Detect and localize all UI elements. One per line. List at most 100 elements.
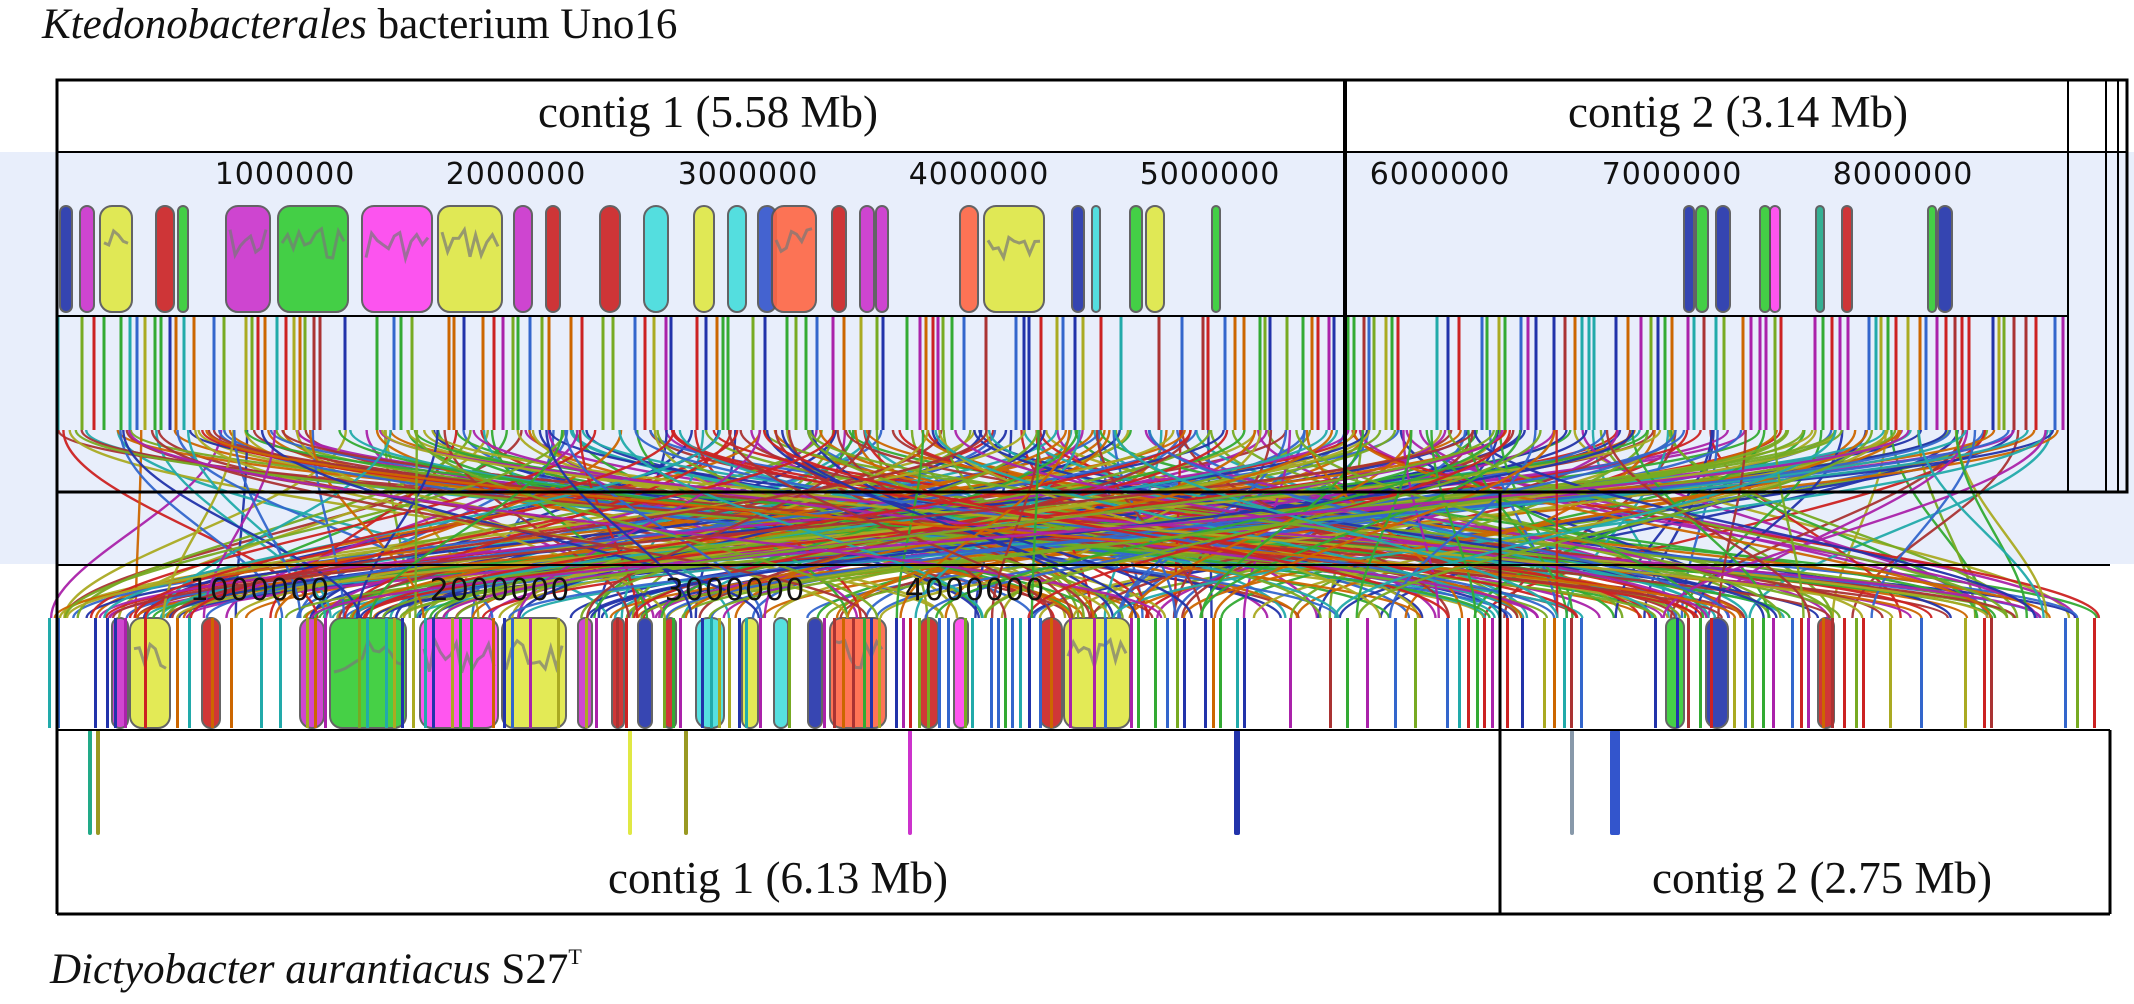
synteny-line — [133, 429, 675, 619]
synteny-line — [1295, 429, 1782, 619]
lcb-thin-block — [1346, 618, 1349, 728]
synteny-line — [1662, 429, 2047, 619]
lcb-thin-block — [1762, 618, 1765, 728]
lcb-thin-block — [1019, 618, 1022, 728]
lcb-thin-block — [1039, 618, 1042, 728]
lcb-thin-block — [852, 618, 855, 728]
synteny-line — [1147, 429, 1730, 619]
lcb-thin-block — [1751, 618, 1754, 728]
lcb-thin-block — [1800, 618, 1803, 728]
block-profile — [103, 228, 129, 248]
lcb-block — [1769, 205, 1781, 313]
lcb-thin-block — [1580, 618, 1583, 728]
lcb-thin-block — [188, 618, 191, 728]
lcb-thin-block — [823, 618, 826, 728]
block-profile — [774, 227, 813, 254]
lcb-thin-block — [1831, 618, 1834, 728]
lcb-thin-block — [503, 618, 506, 728]
synteny-line — [545, 429, 693, 619]
lcb-thin-block — [230, 618, 233, 728]
synteny-line — [434, 429, 1211, 619]
lcb-pendant-block — [684, 730, 688, 835]
synteny-line — [727, 429, 1053, 619]
lcb-thin-block — [2093, 618, 2096, 728]
lcb-thin-block — [878, 618, 881, 728]
lcb-thin-block — [1176, 618, 1179, 728]
lcb-block — [1937, 205, 1953, 313]
lcb-block — [299, 617, 325, 729]
lcb-thin-block — [625, 618, 628, 728]
synteny-line — [122, 429, 361, 619]
lcb-thin-block — [938, 618, 941, 728]
lcb-thin-block — [863, 618, 866, 728]
lcb-thin-block — [1791, 618, 1794, 728]
lcb-thin-block — [1394, 618, 1397, 728]
lcb-thin-block — [529, 618, 532, 728]
synteny-line — [1402, 429, 1440, 619]
lcb-thin-block — [144, 618, 147, 728]
lcb-thin-block — [1570, 618, 1573, 728]
lcb-thin-block — [728, 618, 731, 728]
lcb-block — [129, 617, 171, 729]
lcb-thin-block — [663, 618, 666, 728]
lcb-block — [807, 617, 823, 729]
lcb-pendant-block — [1234, 730, 1240, 835]
lcb-thin-block — [459, 618, 462, 728]
lcb-block — [727, 205, 747, 313]
synteny-line — [1200, 429, 1365, 619]
lcb-pendant-block — [1570, 730, 1574, 835]
lcb-thin-block — [595, 618, 598, 728]
lcb-thin-block — [718, 618, 721, 728]
lcb-thin-block — [260, 618, 263, 728]
lcb-block — [1705, 617, 1729, 729]
contig-labels: contig 1 (5.58 Mb) contig 2 (3.14 Mb) co… — [538, 87, 1992, 903]
lcb-thin-block — [211, 618, 214, 728]
lcb-thin-block — [412, 618, 415, 728]
lcb-thin-block — [1458, 618, 1461, 728]
lcb-thin-block — [279, 618, 282, 728]
synteny-line — [935, 429, 1499, 619]
synteny-line — [1128, 429, 1902, 619]
lcb-thin-block — [927, 618, 930, 728]
lcb-thin-block — [1289, 618, 1292, 728]
synteny-line — [1379, 429, 1867, 619]
synteny-line — [808, 429, 1841, 619]
bottom-tick-label: 4000000 — [905, 573, 1046, 608]
lcb-thin-block — [1004, 618, 1007, 728]
lcb-thin-block — [94, 618, 97, 728]
lcb-thin-block — [1483, 618, 1486, 728]
synteny-line — [1027, 429, 1512, 619]
lcb-thin-block — [672, 618, 675, 728]
bottom-species-label: Dictyobacter aurantiacus S27T — [50, 943, 582, 993]
lcb-block — [1063, 617, 1131, 729]
lcb-thin-block — [616, 618, 619, 728]
lcb-thin-block — [1699, 618, 1702, 728]
block-profile — [440, 225, 500, 260]
lcb-block — [177, 205, 189, 313]
block-profile — [228, 229, 268, 260]
synteny-line — [1851, 429, 2020, 619]
synteny-line — [189, 429, 836, 619]
lcb-thin-block — [1807, 618, 1810, 728]
lcb-thin-block — [1983, 618, 1986, 728]
lcb-thin-block — [964, 618, 967, 728]
synteny-line — [379, 429, 2042, 619]
synteny-line — [111, 429, 1475, 619]
bottom-tick-label: 3000000 — [665, 573, 806, 608]
lcb-block — [225, 205, 271, 313]
lcb-block — [99, 205, 133, 313]
lcb-thin-block — [745, 618, 748, 728]
lcb-block — [1683, 205, 1695, 313]
lcb-thin-block — [902, 618, 905, 728]
bottom-contig-2-label: contig 2 (2.75 Mb) — [1652, 853, 1992, 903]
synteny-line — [1870, 429, 1977, 619]
lcb-block — [1145, 205, 1165, 313]
lcb-thin-block — [1137, 618, 1140, 728]
lcb-thin-block — [1366, 618, 1369, 728]
lcb-thin-block — [451, 618, 454, 728]
lcb-thin-block — [1964, 618, 1967, 728]
lcb-thin-block — [1920, 618, 1923, 728]
synteny-line — [414, 429, 419, 619]
lcb-thin-block — [1990, 618, 1993, 728]
